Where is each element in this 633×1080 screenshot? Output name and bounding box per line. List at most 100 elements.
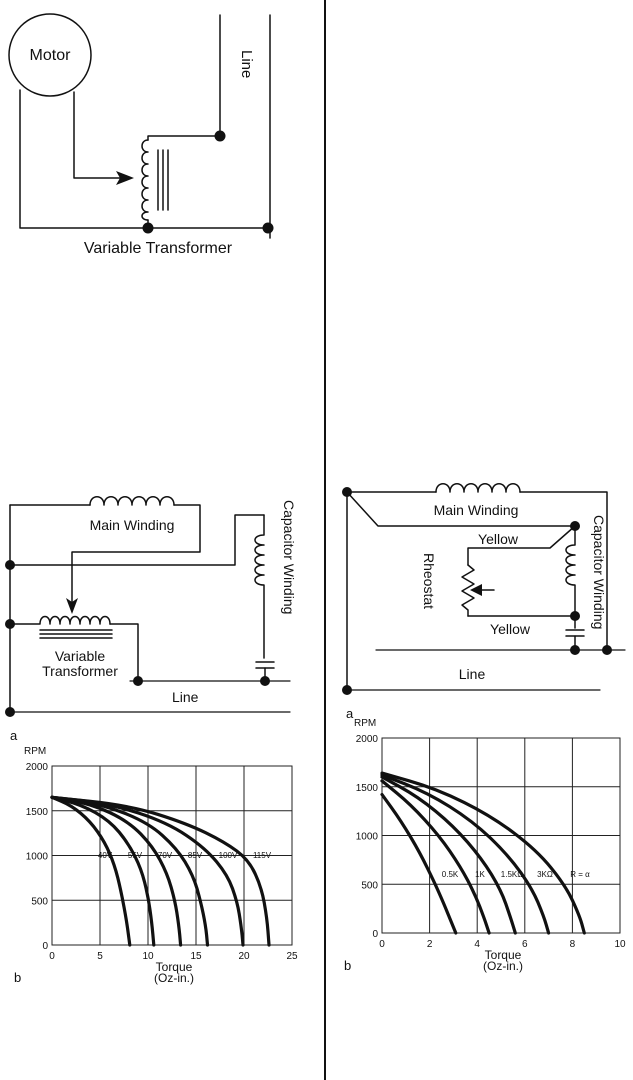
line-label: Line xyxy=(238,50,255,78)
wiper-arrow xyxy=(66,598,78,614)
yellow-label-top: Yellow xyxy=(478,531,519,547)
y-axis-label: RPM xyxy=(24,746,46,757)
y-tick-label: 0 xyxy=(42,941,48,952)
series-label: 115V xyxy=(253,851,272,860)
wire-to-wiper xyxy=(73,91,129,179)
series-curve xyxy=(50,795,271,947)
main-winding-coil xyxy=(89,496,175,506)
x-tick-label: 0 xyxy=(379,939,385,950)
wire-to-capacitor xyxy=(9,514,265,566)
junction-dot xyxy=(570,645,580,655)
motor-label: Motor xyxy=(30,47,72,64)
x-tick-label: 0 xyxy=(49,951,55,962)
junction-dot xyxy=(142,222,154,234)
series-label: 0.5K xyxy=(442,870,459,879)
series-label: 85V xyxy=(188,851,203,860)
transformer-label: Variable Transformer xyxy=(84,240,233,257)
coil-top-wire xyxy=(147,135,221,141)
y-tick-label: 500 xyxy=(31,896,48,907)
wire xyxy=(467,525,576,566)
right-circuit: Main Winding Yellow Rheostat Yellow Capa… xyxy=(342,483,626,721)
y-tick-label: 0 xyxy=(372,929,378,940)
y-tick-label: 500 xyxy=(361,880,378,891)
series-curve xyxy=(380,792,458,935)
main-winding-coil xyxy=(435,483,521,493)
chart-rheostat: 0 2 4 6 8 10 500 1000 1500 2000 0 RPM Torque(Oz-in.)… xyxy=(344,718,626,973)
y-axis-label: RPM xyxy=(354,718,376,729)
series-curve xyxy=(380,773,551,935)
main-winding-label: Main Winding xyxy=(434,502,519,518)
top-circuit: Motor Line Variable Transformer xyxy=(8,13,274,257)
y-tick-label: 1500 xyxy=(356,783,379,794)
junction-dot xyxy=(133,676,143,686)
wire-to-transformer xyxy=(71,504,201,609)
x-tick-label: 10 xyxy=(142,951,154,962)
motor-symbol xyxy=(8,13,92,97)
panel-label-a: a xyxy=(346,706,354,721)
series-label: R = α xyxy=(570,870,590,879)
series-label: 100V xyxy=(219,851,238,860)
y-tick-label: 1500 xyxy=(26,807,49,818)
x-tick-label: 8 xyxy=(570,939,576,950)
yellow-label-bottom: Yellow xyxy=(490,621,531,637)
transformer-label-line1: Variable xyxy=(55,648,106,664)
capacitor-winding-label: Capacitor Winding xyxy=(281,500,297,614)
x-axis-unit: (Oz-in.) xyxy=(154,971,194,985)
transformer-label-line2: Transformer xyxy=(42,663,118,679)
y-tick-label: 1000 xyxy=(26,852,49,863)
junction-dot xyxy=(570,611,580,621)
junction-dot xyxy=(602,645,612,655)
series-label: 40V xyxy=(98,851,113,860)
wire-bottom xyxy=(19,89,271,229)
x-tick-label: 15 xyxy=(190,951,202,962)
x-tick-label: 6 xyxy=(522,939,528,950)
series-curve xyxy=(380,779,491,935)
wiper-arrow xyxy=(116,171,134,185)
line-label: Line xyxy=(172,689,199,705)
rheostat-symbol xyxy=(461,564,475,617)
series-label: 1.5KΩ xyxy=(501,870,523,879)
series-curve xyxy=(380,775,517,935)
series-curve xyxy=(50,795,132,947)
series-label: 55V xyxy=(128,851,143,860)
capacitor-winding-coil xyxy=(565,525,576,629)
x-tick-label: 10 xyxy=(614,939,626,950)
x-axis-label: Torque xyxy=(485,948,522,962)
x-tick-label: 4 xyxy=(474,939,480,950)
x-axis-unit: (Oz-in.) xyxy=(483,959,523,973)
chart-voltage: 0 5 10 15 20 25 500 1000 1500 2000 0 RPM Torque(Oz-i… xyxy=(14,746,298,985)
junction-dot xyxy=(342,487,352,497)
junction-dot xyxy=(214,130,226,142)
junction-dot xyxy=(260,676,270,686)
transformer-coil xyxy=(141,139,149,221)
rheostat-arrow xyxy=(470,584,482,596)
rheostat-label: Rheostat xyxy=(421,553,437,609)
transformer-coil xyxy=(9,615,111,625)
y-tick-label: 2000 xyxy=(356,734,379,745)
wire xyxy=(519,491,608,651)
line-label: Line xyxy=(459,666,486,682)
series-curve xyxy=(50,795,210,947)
left-circuit: Main Winding Capacitor Winding Variable … xyxy=(5,496,297,743)
series-label: 70V xyxy=(158,851,173,860)
wire xyxy=(109,623,139,682)
panel-label-b: b xyxy=(344,958,351,973)
y-tick-label: 1000 xyxy=(356,832,379,843)
series-curve xyxy=(380,771,586,935)
panel-label-a: a xyxy=(10,728,18,743)
panel-label-b: b xyxy=(14,970,21,985)
series-label: 3KΩ xyxy=(537,870,553,879)
series-label: 1K xyxy=(475,870,485,879)
main-winding-label: Main Winding xyxy=(90,517,175,533)
wire xyxy=(346,491,576,527)
x-tick-label: 20 xyxy=(238,951,250,962)
junction-dot xyxy=(262,222,274,234)
x-tick-label: 5 xyxy=(97,951,103,962)
capacitor-winding-coil xyxy=(254,514,265,659)
x-axis-label: Torque xyxy=(156,960,193,974)
x-tick-label: 25 xyxy=(286,951,298,962)
x-tick-label: 2 xyxy=(427,939,433,950)
y-tick-label: 2000 xyxy=(26,762,49,773)
capacitor-winding-label: Capacitor Winding xyxy=(591,515,607,629)
